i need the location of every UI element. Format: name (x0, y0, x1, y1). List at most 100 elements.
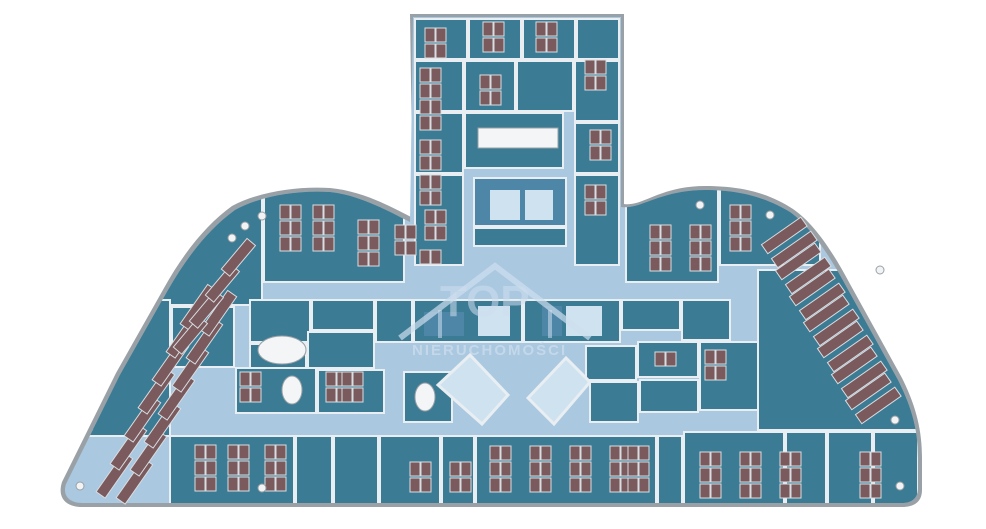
desk (405, 240, 417, 256)
desk (859, 467, 871, 483)
desk (569, 461, 581, 477)
desk (419, 190, 431, 206)
desk (870, 451, 882, 467)
desk (424, 225, 436, 241)
desk (325, 387, 337, 403)
desk (430, 174, 442, 190)
desk (482, 37, 494, 53)
desk (279, 236, 291, 252)
desk (580, 477, 592, 493)
desk (368, 235, 380, 251)
desk (419, 99, 431, 115)
desk (699, 451, 711, 467)
desk (290, 236, 302, 252)
desk-group (95, 21, 902, 505)
stool (257, 483, 267, 493)
stool (695, 200, 705, 210)
desk (715, 349, 727, 365)
desk (689, 256, 701, 272)
desk (489, 461, 501, 477)
desk (323, 236, 335, 252)
stool (890, 415, 900, 425)
desk (420, 477, 432, 493)
desk (250, 371, 262, 387)
desk (535, 37, 547, 53)
desk (700, 224, 712, 240)
desk (430, 155, 442, 171)
desk (779, 483, 791, 499)
desk (710, 451, 722, 467)
desk (419, 249, 431, 265)
desk (859, 451, 871, 467)
desk (227, 476, 239, 492)
desk (430, 67, 442, 83)
desk (609, 461, 621, 477)
desk (729, 204, 741, 220)
stool (75, 481, 85, 491)
desk (275, 460, 287, 476)
desk (540, 461, 552, 477)
desk (419, 67, 431, 83)
desk (739, 483, 751, 499)
desk (710, 483, 722, 499)
desk (250, 387, 262, 403)
desk (840, 360, 888, 399)
desk (546, 21, 558, 37)
desk (540, 445, 552, 461)
desk (660, 224, 672, 240)
desk (529, 461, 541, 477)
stool (227, 233, 237, 243)
desk (419, 83, 431, 99)
desk (665, 351, 677, 367)
desk (529, 477, 541, 493)
desk (419, 155, 431, 171)
desk (649, 256, 661, 272)
desk (435, 27, 447, 43)
desk (490, 74, 502, 90)
desk (205, 476, 217, 492)
desk (275, 476, 287, 492)
desk (394, 240, 406, 256)
desk (357, 219, 369, 235)
fixture-group (75, 200, 905, 493)
desk (699, 483, 711, 499)
desk (802, 294, 850, 333)
desk (569, 445, 581, 461)
desk (205, 444, 217, 460)
desk (660, 240, 672, 256)
desk (589, 129, 601, 145)
desk (341, 371, 353, 387)
stool (240, 221, 250, 231)
desk (584, 184, 596, 200)
desk (312, 236, 324, 252)
desk (699, 467, 711, 483)
desk (238, 444, 250, 460)
desk (352, 371, 364, 387)
desk (405, 224, 417, 240)
desk (740, 204, 752, 220)
desk (409, 461, 421, 477)
desk (323, 220, 335, 236)
desk (704, 349, 716, 365)
desk (479, 90, 491, 106)
desk (279, 220, 291, 236)
desk (409, 477, 421, 493)
desk (638, 461, 650, 477)
stool (875, 265, 885, 275)
desk (830, 346, 878, 385)
desk (357, 251, 369, 267)
desk (368, 251, 380, 267)
desk (584, 75, 596, 91)
desk (595, 59, 607, 75)
desk (649, 240, 661, 256)
watermark-text: NIERUCHOMOŚCI (412, 342, 568, 359)
desk (638, 445, 650, 461)
desk (660, 256, 672, 272)
desk (584, 200, 596, 216)
desk (790, 451, 802, 467)
desk (424, 209, 436, 225)
desk (740, 236, 752, 252)
desk (239, 371, 251, 387)
desk (500, 477, 512, 493)
